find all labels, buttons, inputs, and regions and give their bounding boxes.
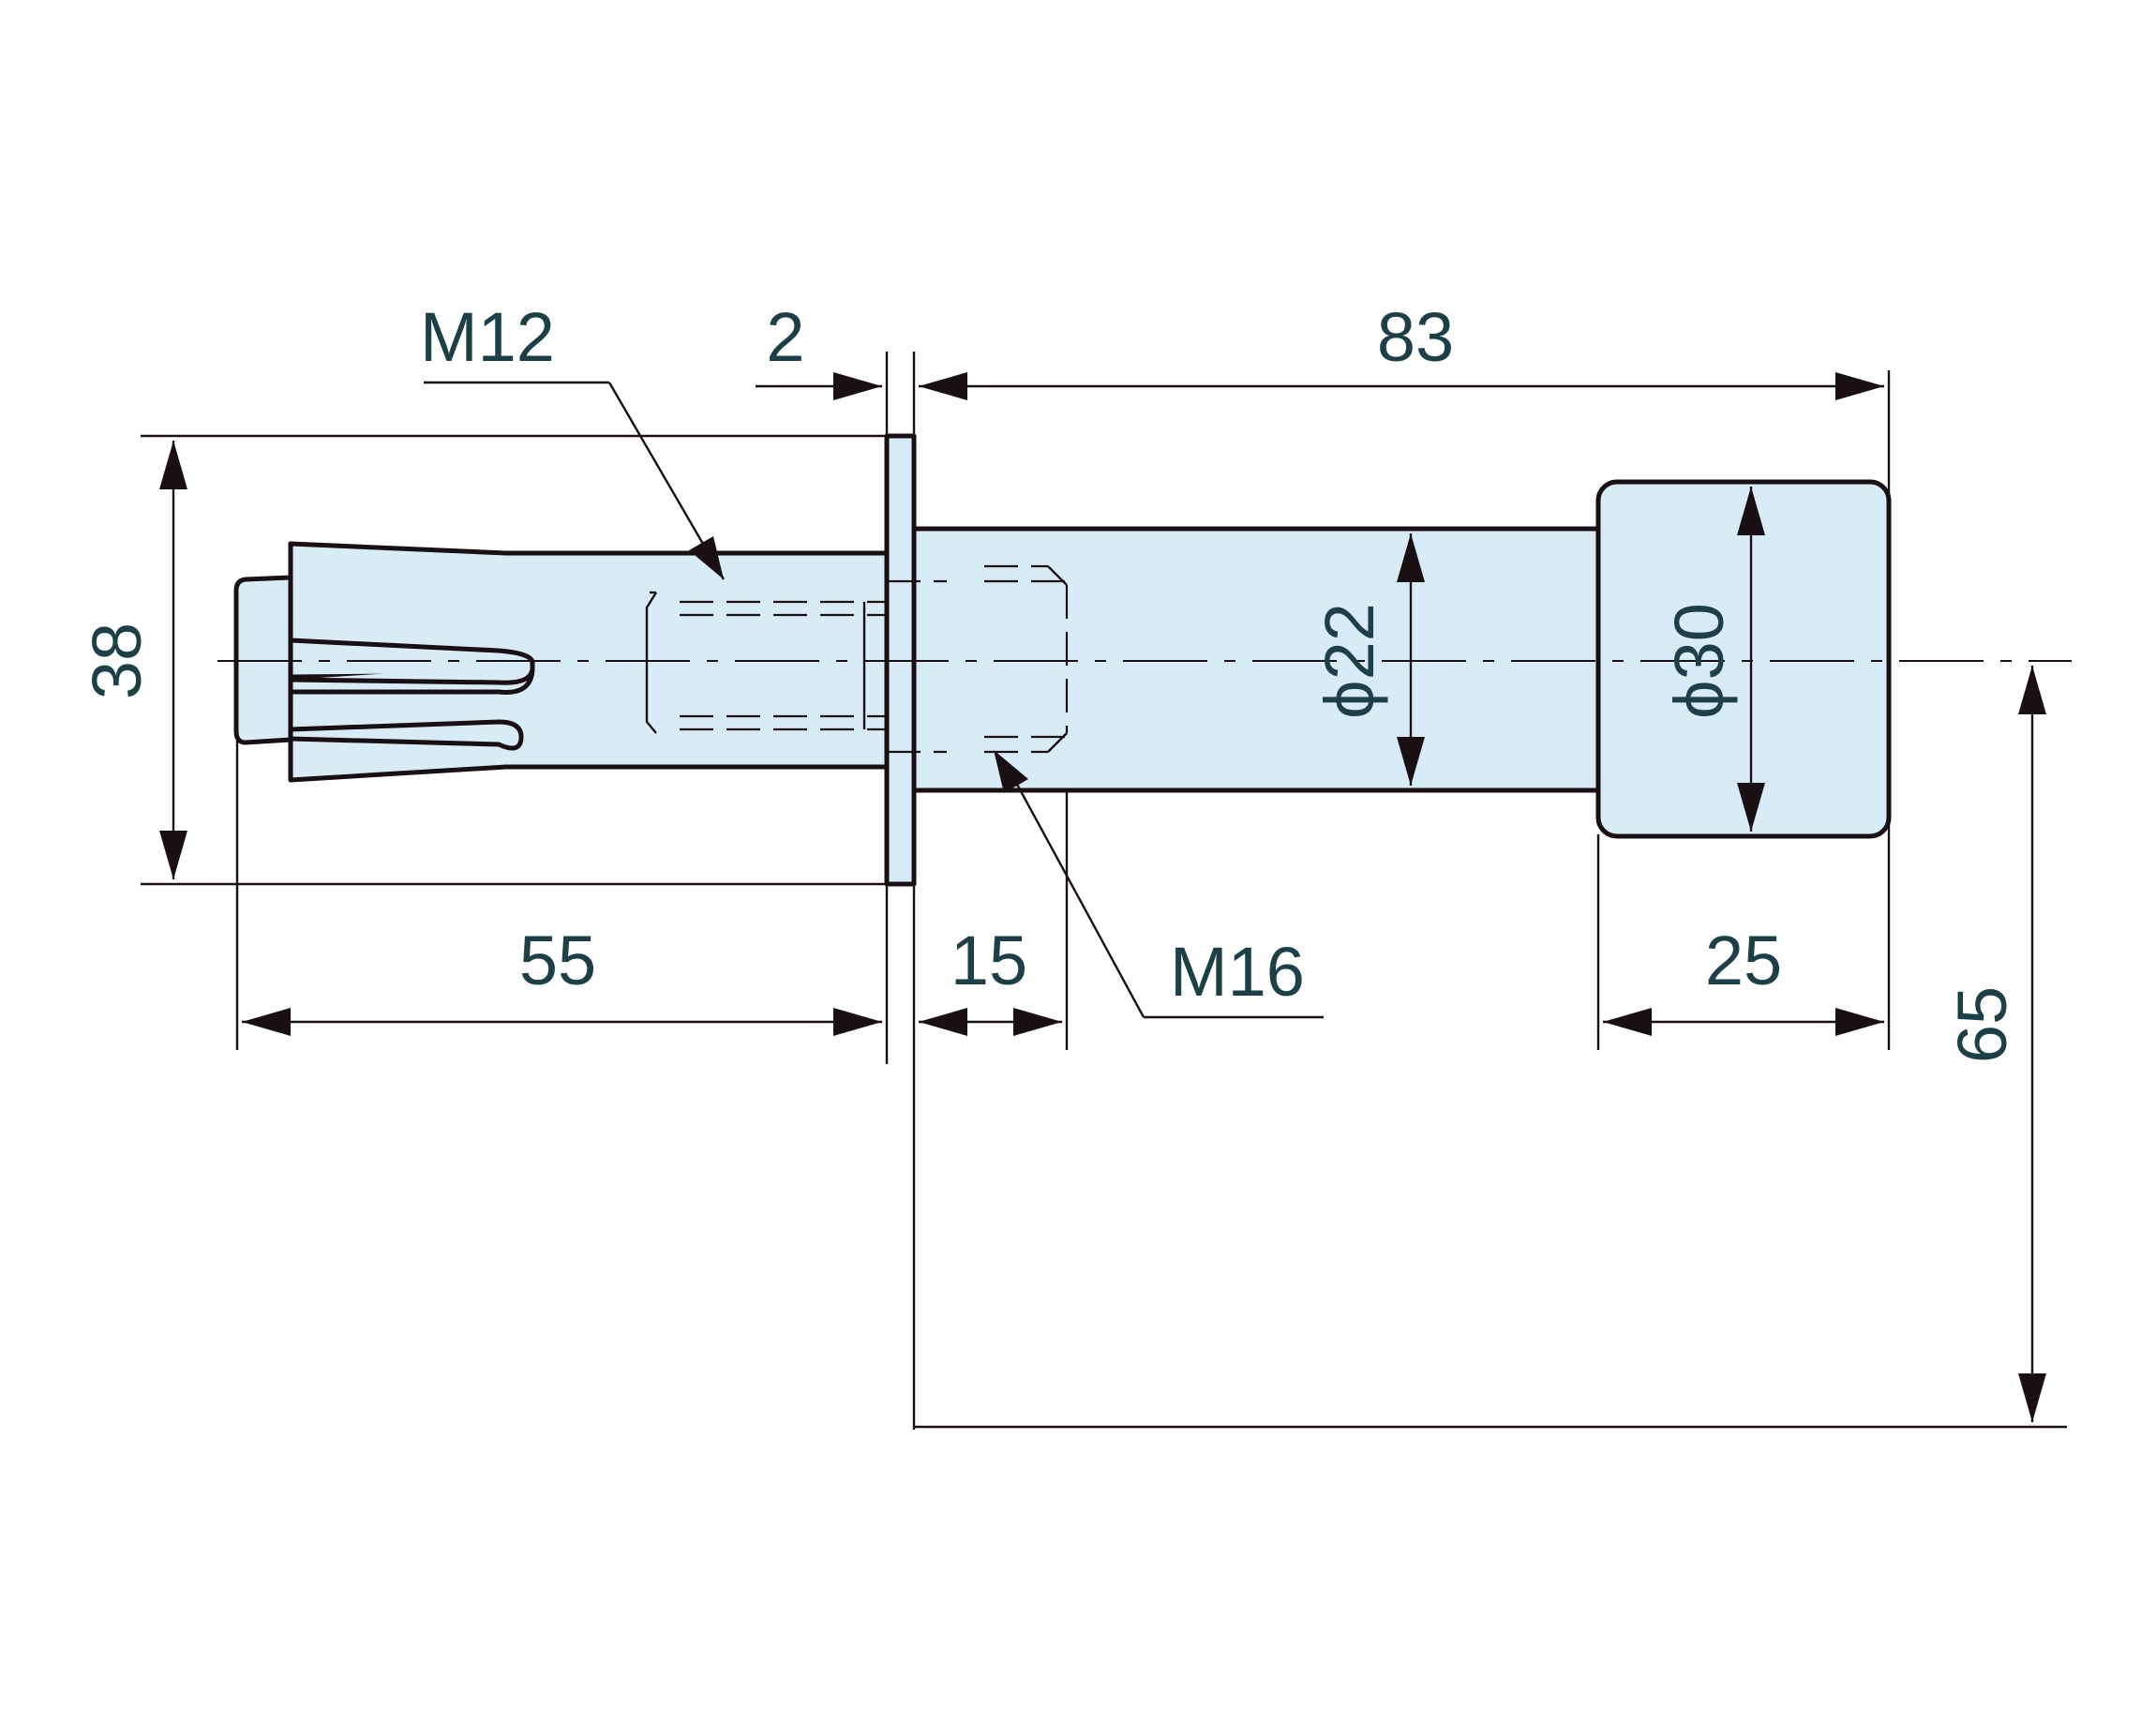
sleeve-lower-lip: [290, 664, 535, 695]
label-vertical-65: 65: [1943, 986, 2021, 1063]
head: [1595, 479, 1892, 839]
label-left-length: 55: [519, 922, 596, 999]
label-flange-height: 38: [78, 622, 156, 699]
label-dia-shaft: ϕ22: [1310, 603, 1388, 719]
label-head-length: 25: [1705, 922, 1782, 999]
hidden-thread-lines: [645, 564, 1069, 754]
label-m16: M16: [1170, 933, 1305, 1011]
label-dia-head: ϕ30: [1660, 603, 1738, 719]
label-thread-depth: 15: [951, 922, 1027, 999]
dimension-lines: [172, 381, 2034, 1422]
label-overall-right: 83: [1377, 298, 1454, 376]
label-m12: M12: [420, 298, 555, 376]
label-flange-thickness: 2: [766, 298, 804, 376]
arrowheads: [159, 372, 2046, 1422]
shaft: [911, 526, 1601, 793]
